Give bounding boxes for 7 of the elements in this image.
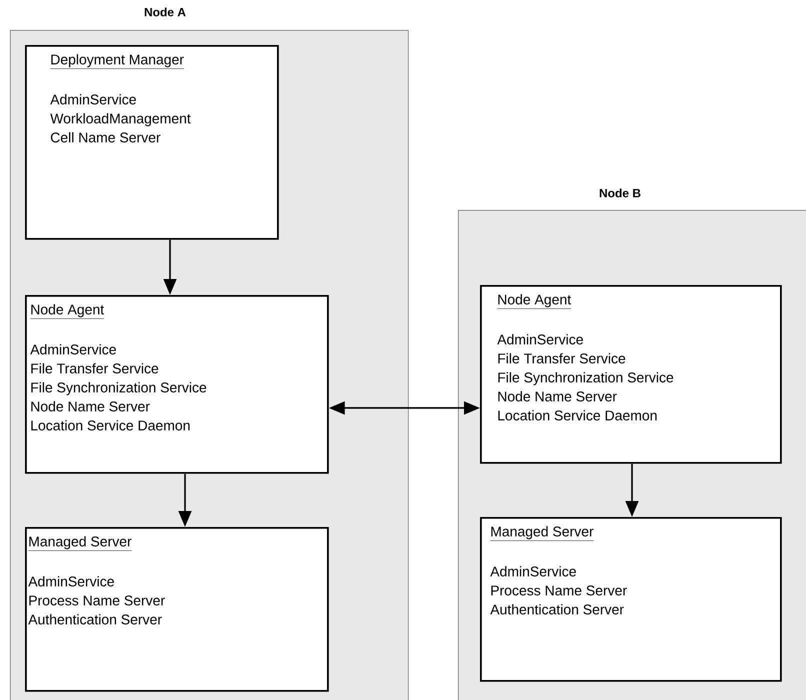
node-label: Node B <box>600 188 640 198</box>
component-box: Node Agent AdminService File Transfer Service File Synchronization Service Node Name Server Location Service Daemon <box>480 284 782 464</box>
component-box: Deployment Manager AdminService WorkloadManagement Cell Name Server <box>25 44 279 240</box>
node-label: Node A <box>144 8 186 16</box>
component-box: Managed Server AdminService Process Name Server Authentication Server <box>480 516 782 682</box>
component-box: Node Agent AdminService File Transfer Service File Synchronization Service Node Name Server Location Service Daemon <box>25 294 329 474</box>
component-box: Managed Server AdminService Process Name Server Authentication Server <box>25 526 329 692</box>
